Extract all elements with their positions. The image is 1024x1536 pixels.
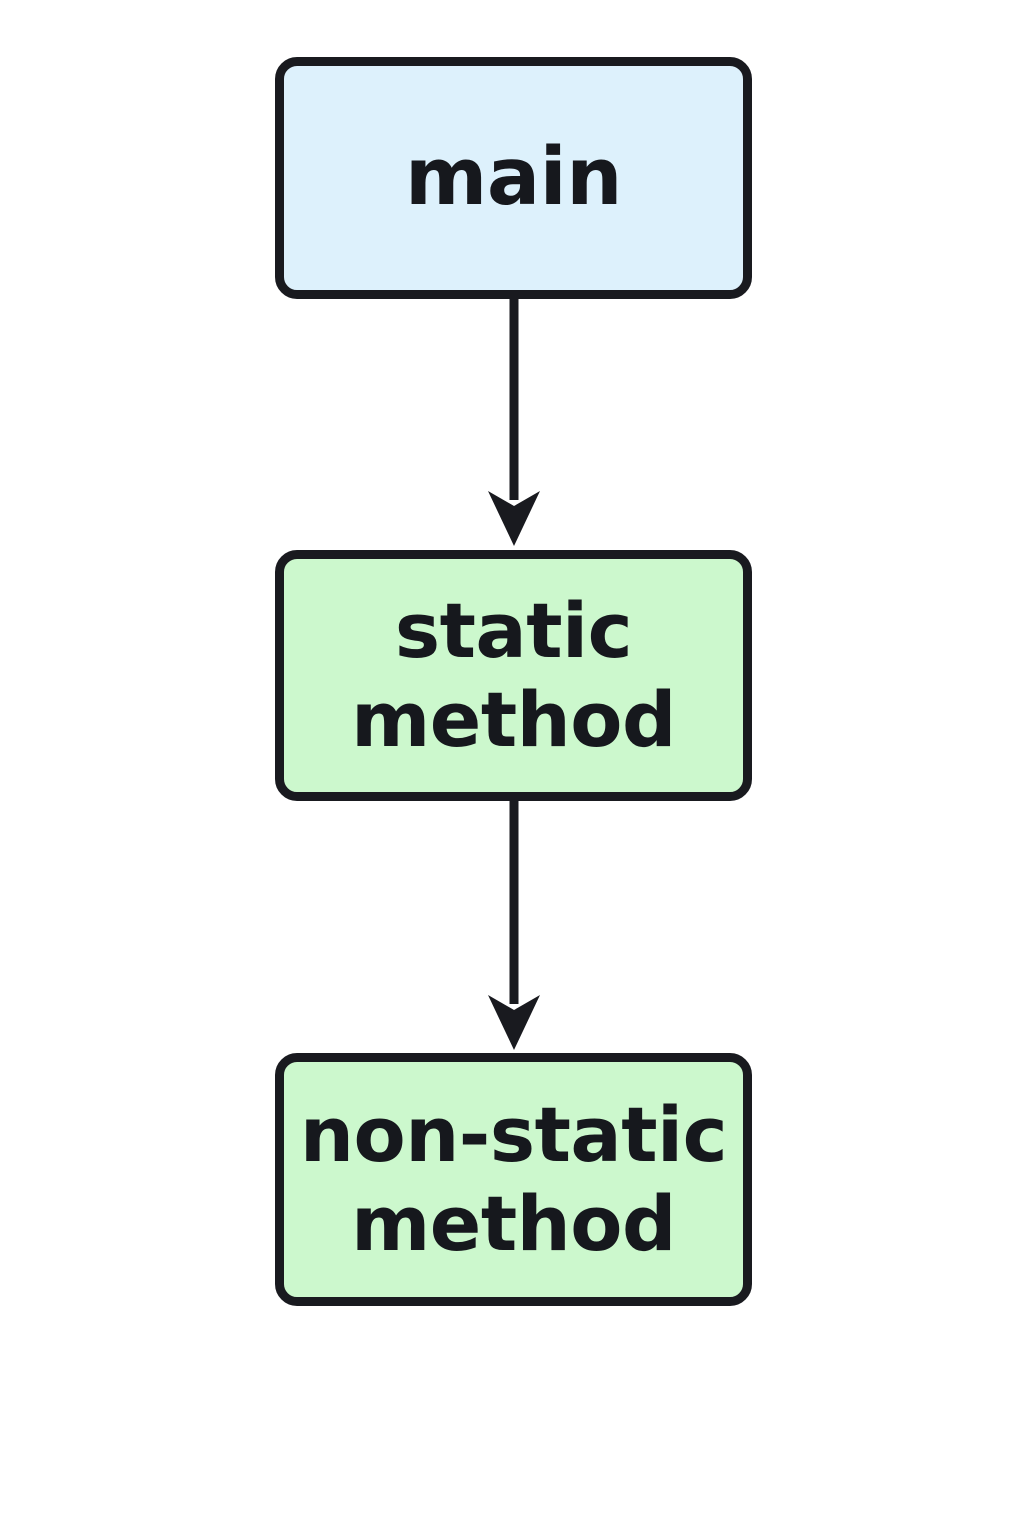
node-static-method-label: static method <box>351 586 676 764</box>
arrowhead-icon <box>488 995 540 1050</box>
node-static-method[interactable]: static method <box>275 550 752 801</box>
edge-static-method-to-nonstatic-method <box>488 801 540 1050</box>
edge-main-to-static-method <box>488 299 540 546</box>
node-nonstatic-method-label: non-static method <box>299 1090 728 1268</box>
node-main-label: main <box>405 131 622 224</box>
arrowhead-icon <box>488 491 540 546</box>
node-main[interactable]: main <box>275 57 752 299</box>
node-nonstatic-method[interactable]: non-static method <box>275 1053 752 1306</box>
